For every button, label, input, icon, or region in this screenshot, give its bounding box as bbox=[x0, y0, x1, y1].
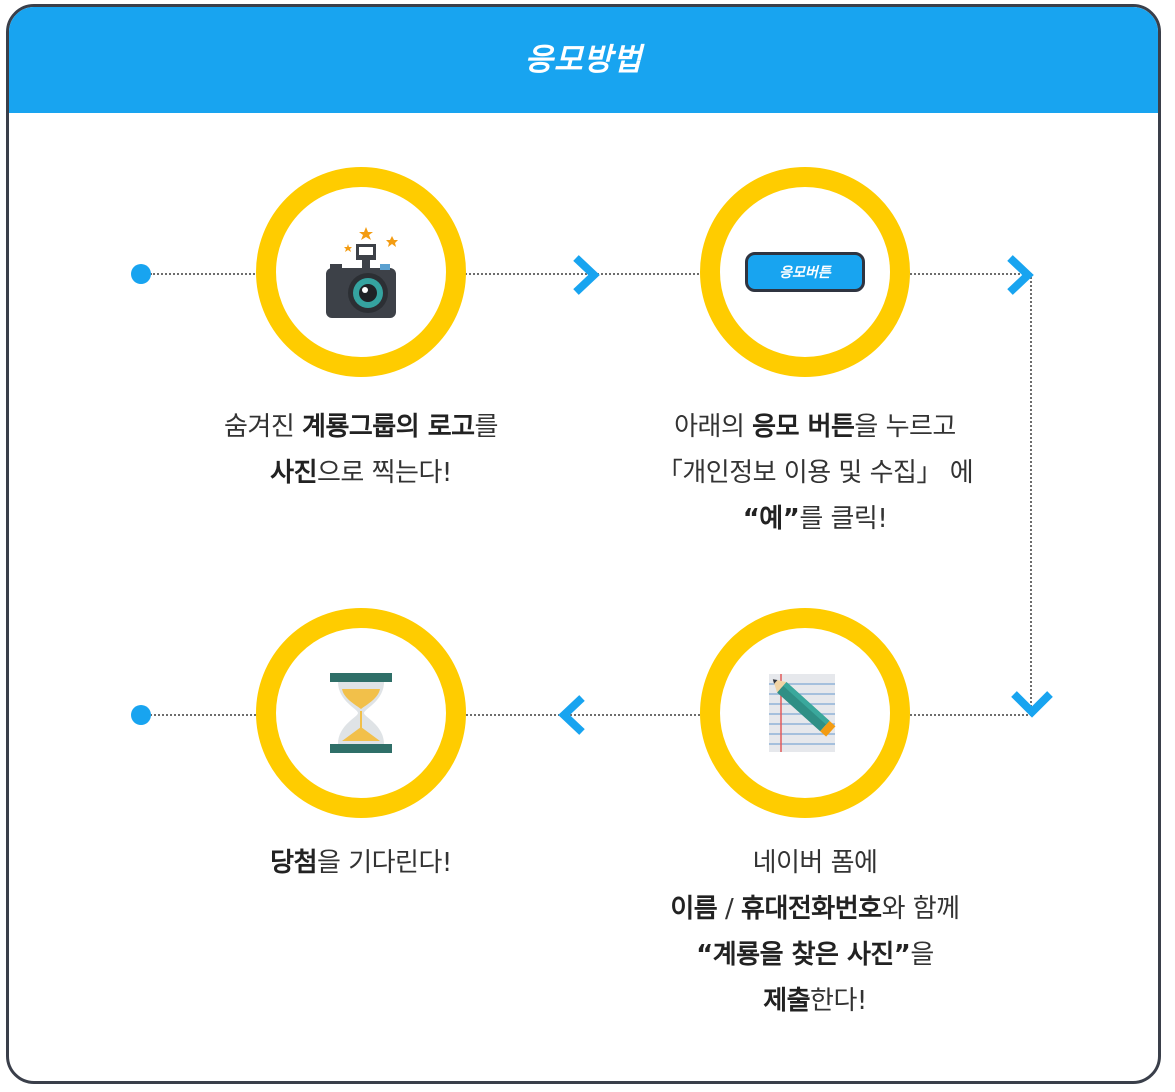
description-text: 한다! bbox=[810, 986, 867, 1016]
connector-line bbox=[150, 714, 1032, 716]
chevron-left-icon bbox=[558, 695, 585, 735]
header-bar: 응모방법 bbox=[9, 7, 1158, 113]
notepad-pencil-icon bbox=[769, 674, 836, 752]
how-to-apply-card: 응모방법 bbox=[6, 4, 1161, 1084]
step-2-circle: 응모버튼 bbox=[700, 167, 910, 377]
chevron-down-icon bbox=[1011, 691, 1053, 718]
description-line: “예”를 클릭! bbox=[580, 496, 1050, 542]
step-1-circle bbox=[256, 167, 466, 377]
description-text: 을 기다린다! bbox=[317, 848, 452, 878]
description-line: 「개인정보 이용 및 수집」 에 bbox=[580, 450, 1050, 496]
emphasis-text: 이름 bbox=[670, 894, 718, 924]
description-text: 를 클릭! bbox=[799, 504, 888, 534]
start-dot bbox=[131, 264, 151, 284]
description-text: / bbox=[717, 894, 742, 924]
step-4-description: 당첨을 기다린다! bbox=[161, 840, 561, 886]
description-text: 으로 찍는다! bbox=[317, 458, 452, 488]
description-text: 를 bbox=[474, 412, 499, 442]
description-text: 을 누르고 bbox=[854, 412, 956, 442]
description-text: 숨겨진 bbox=[224, 412, 303, 442]
description-line: 제출한다! bbox=[580, 978, 1050, 1024]
step-3-circle bbox=[700, 608, 910, 818]
description-text: 네이버 폼에 bbox=[752, 848, 878, 878]
emphasis-text: “예” bbox=[742, 504, 800, 534]
chevron-right-icon bbox=[1007, 255, 1034, 295]
emphasis-text: 당첨 bbox=[270, 848, 318, 878]
apply-button-illustration: 응모버튼 bbox=[745, 252, 865, 292]
emphasis-text: 제출 bbox=[763, 986, 811, 1016]
description-line: 숨겨진 계룡그룹의 로고를 bbox=[161, 404, 561, 450]
description-line: 아래의 응모 버튼을 누르고 bbox=[580, 404, 1050, 450]
description-line: 이름 / 휴대전화번호와 함께 bbox=[580, 886, 1050, 932]
step-4-circle bbox=[256, 608, 466, 818]
emphasis-text: 응모 버튼 bbox=[752, 412, 855, 442]
emphasis-text: 사진 bbox=[270, 458, 318, 488]
description-line: 사진으로 찍는다! bbox=[161, 450, 561, 496]
emphasis-text: 계룡그룹의 로고 bbox=[302, 412, 475, 442]
emphasis-text: 휴대전화번호 bbox=[741, 894, 882, 924]
camera-icon bbox=[326, 227, 398, 318]
description-line: 네이버 폼에 bbox=[580, 840, 1050, 886]
description-text: 「개인정보 이용 및 수집」 에 bbox=[656, 458, 974, 488]
connector-line bbox=[1030, 274, 1032, 714]
description-line: “계룡을 찾은 사진”을 bbox=[580, 932, 1050, 978]
connector-line bbox=[910, 273, 1032, 275]
description-text: 을 bbox=[910, 940, 934, 970]
hourglass-icon bbox=[330, 673, 392, 753]
chevron-right-icon bbox=[573, 255, 600, 295]
page-title: 응모방법 bbox=[524, 41, 643, 78]
step-2-description: 아래의 응모 버튼을 누르고 「개인정보 이용 및 수집」 에 “예”를 클릭! bbox=[580, 404, 1050, 542]
end-dot bbox=[131, 705, 151, 725]
description-text: 아래의 bbox=[674, 412, 753, 442]
description-text: 와 함께 bbox=[881, 894, 961, 924]
description-line: 당첨을 기다린다! bbox=[161, 840, 561, 886]
emphasis-text: “계룡을 찾은 사진” bbox=[696, 940, 911, 970]
